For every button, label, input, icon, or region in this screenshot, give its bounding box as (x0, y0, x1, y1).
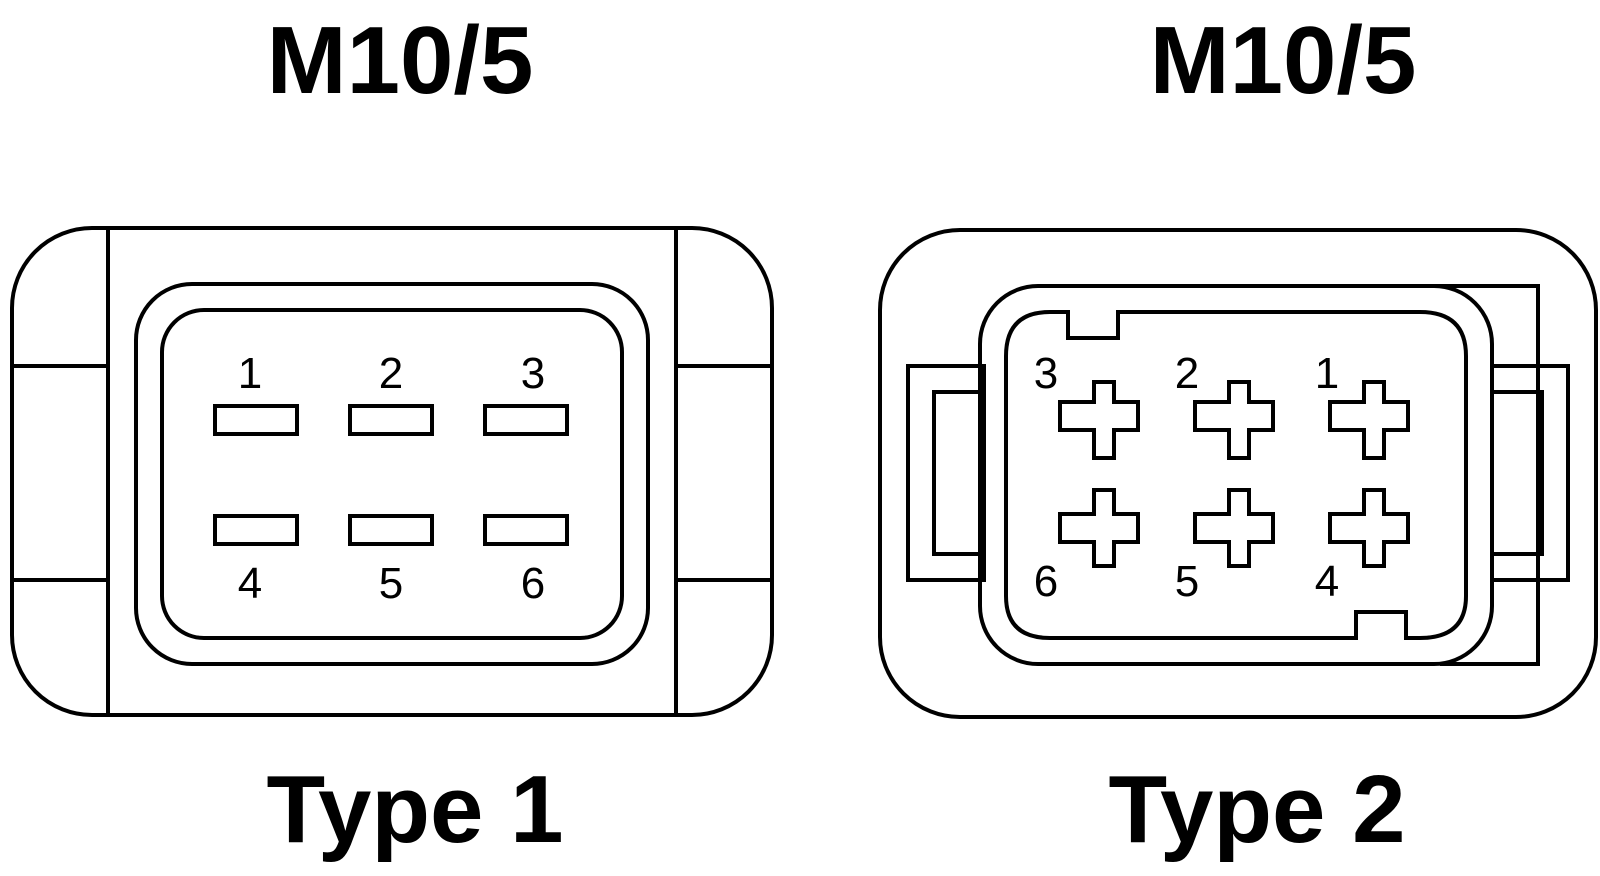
connector-2-pin-contact-1 (1328, 380, 1410, 460)
connector-1-pin-contact-3 (483, 404, 569, 436)
connector-2-pin-label: 5 (1175, 557, 1199, 606)
connector-1-pin-label: 3 (521, 349, 545, 398)
connector-1-pin-contact-2 (348, 404, 434, 436)
connector-1-pin-contact-6 (483, 514, 569, 546)
connector-2-pin-label: 4 (1315, 557, 1339, 606)
connector-2-shroud-outer (978, 284, 1494, 666)
connector-2-title: M10/5 (1150, 7, 1417, 114)
connector-1-pin-contact-4 (213, 514, 299, 546)
connector-1-pin-contact-1 (213, 404, 299, 436)
connector-2-right-latch-inner (1490, 390, 1544, 556)
connector-1-title: M10/5 (267, 7, 534, 114)
connector-1-shroud-inner (160, 308, 624, 640)
connector-1-pin-label: 5 (379, 559, 403, 608)
connector-2-shroud-inner (1004, 310, 1468, 640)
connector-1-caption: Type 1 (267, 756, 564, 863)
connector-1-housing (10, 226, 774, 717)
connector-2-pin-contact-3 (1058, 380, 1140, 460)
connector-2-left-latch-inner (932, 390, 986, 556)
connector-2-left-latch-outer (906, 364, 986, 582)
connector-type-2: M10/5 3 2 1 6 5 4 Type 2 (878, 7, 1598, 863)
connector-1-shroud-outer (134, 282, 650, 666)
connector-2-caption: Type 2 (1109, 756, 1406, 863)
connector-1-pin-label: 1 (238, 349, 262, 398)
connector-1-pin-label: 2 (379, 349, 403, 398)
connector-2-pin-label: 1 (1315, 349, 1339, 398)
connector-2-pin-contact-2 (1193, 380, 1275, 460)
connector-type-1: M10/5 1 2 3 4 5 6 Type 1 (10, 7, 774, 863)
connector-2-pin-label: 6 (1034, 557, 1058, 606)
connector-2-pin-contact-4 (1328, 488, 1410, 568)
connector-2-right-latch-outer (1490, 364, 1570, 582)
connector-1-pin-label: 6 (521, 559, 545, 608)
connector-2-pin-contact-6 (1058, 488, 1140, 568)
connector-2-pin-label: 2 (1175, 349, 1199, 398)
connector-1-pin-contact-5 (348, 514, 434, 546)
connector-2-pin-contact-5 (1193, 488, 1275, 568)
connector-2-pin-label: 3 (1034, 349, 1058, 398)
connector-1-pin-label: 4 (238, 559, 262, 608)
connector-2-housing (878, 228, 1598, 719)
